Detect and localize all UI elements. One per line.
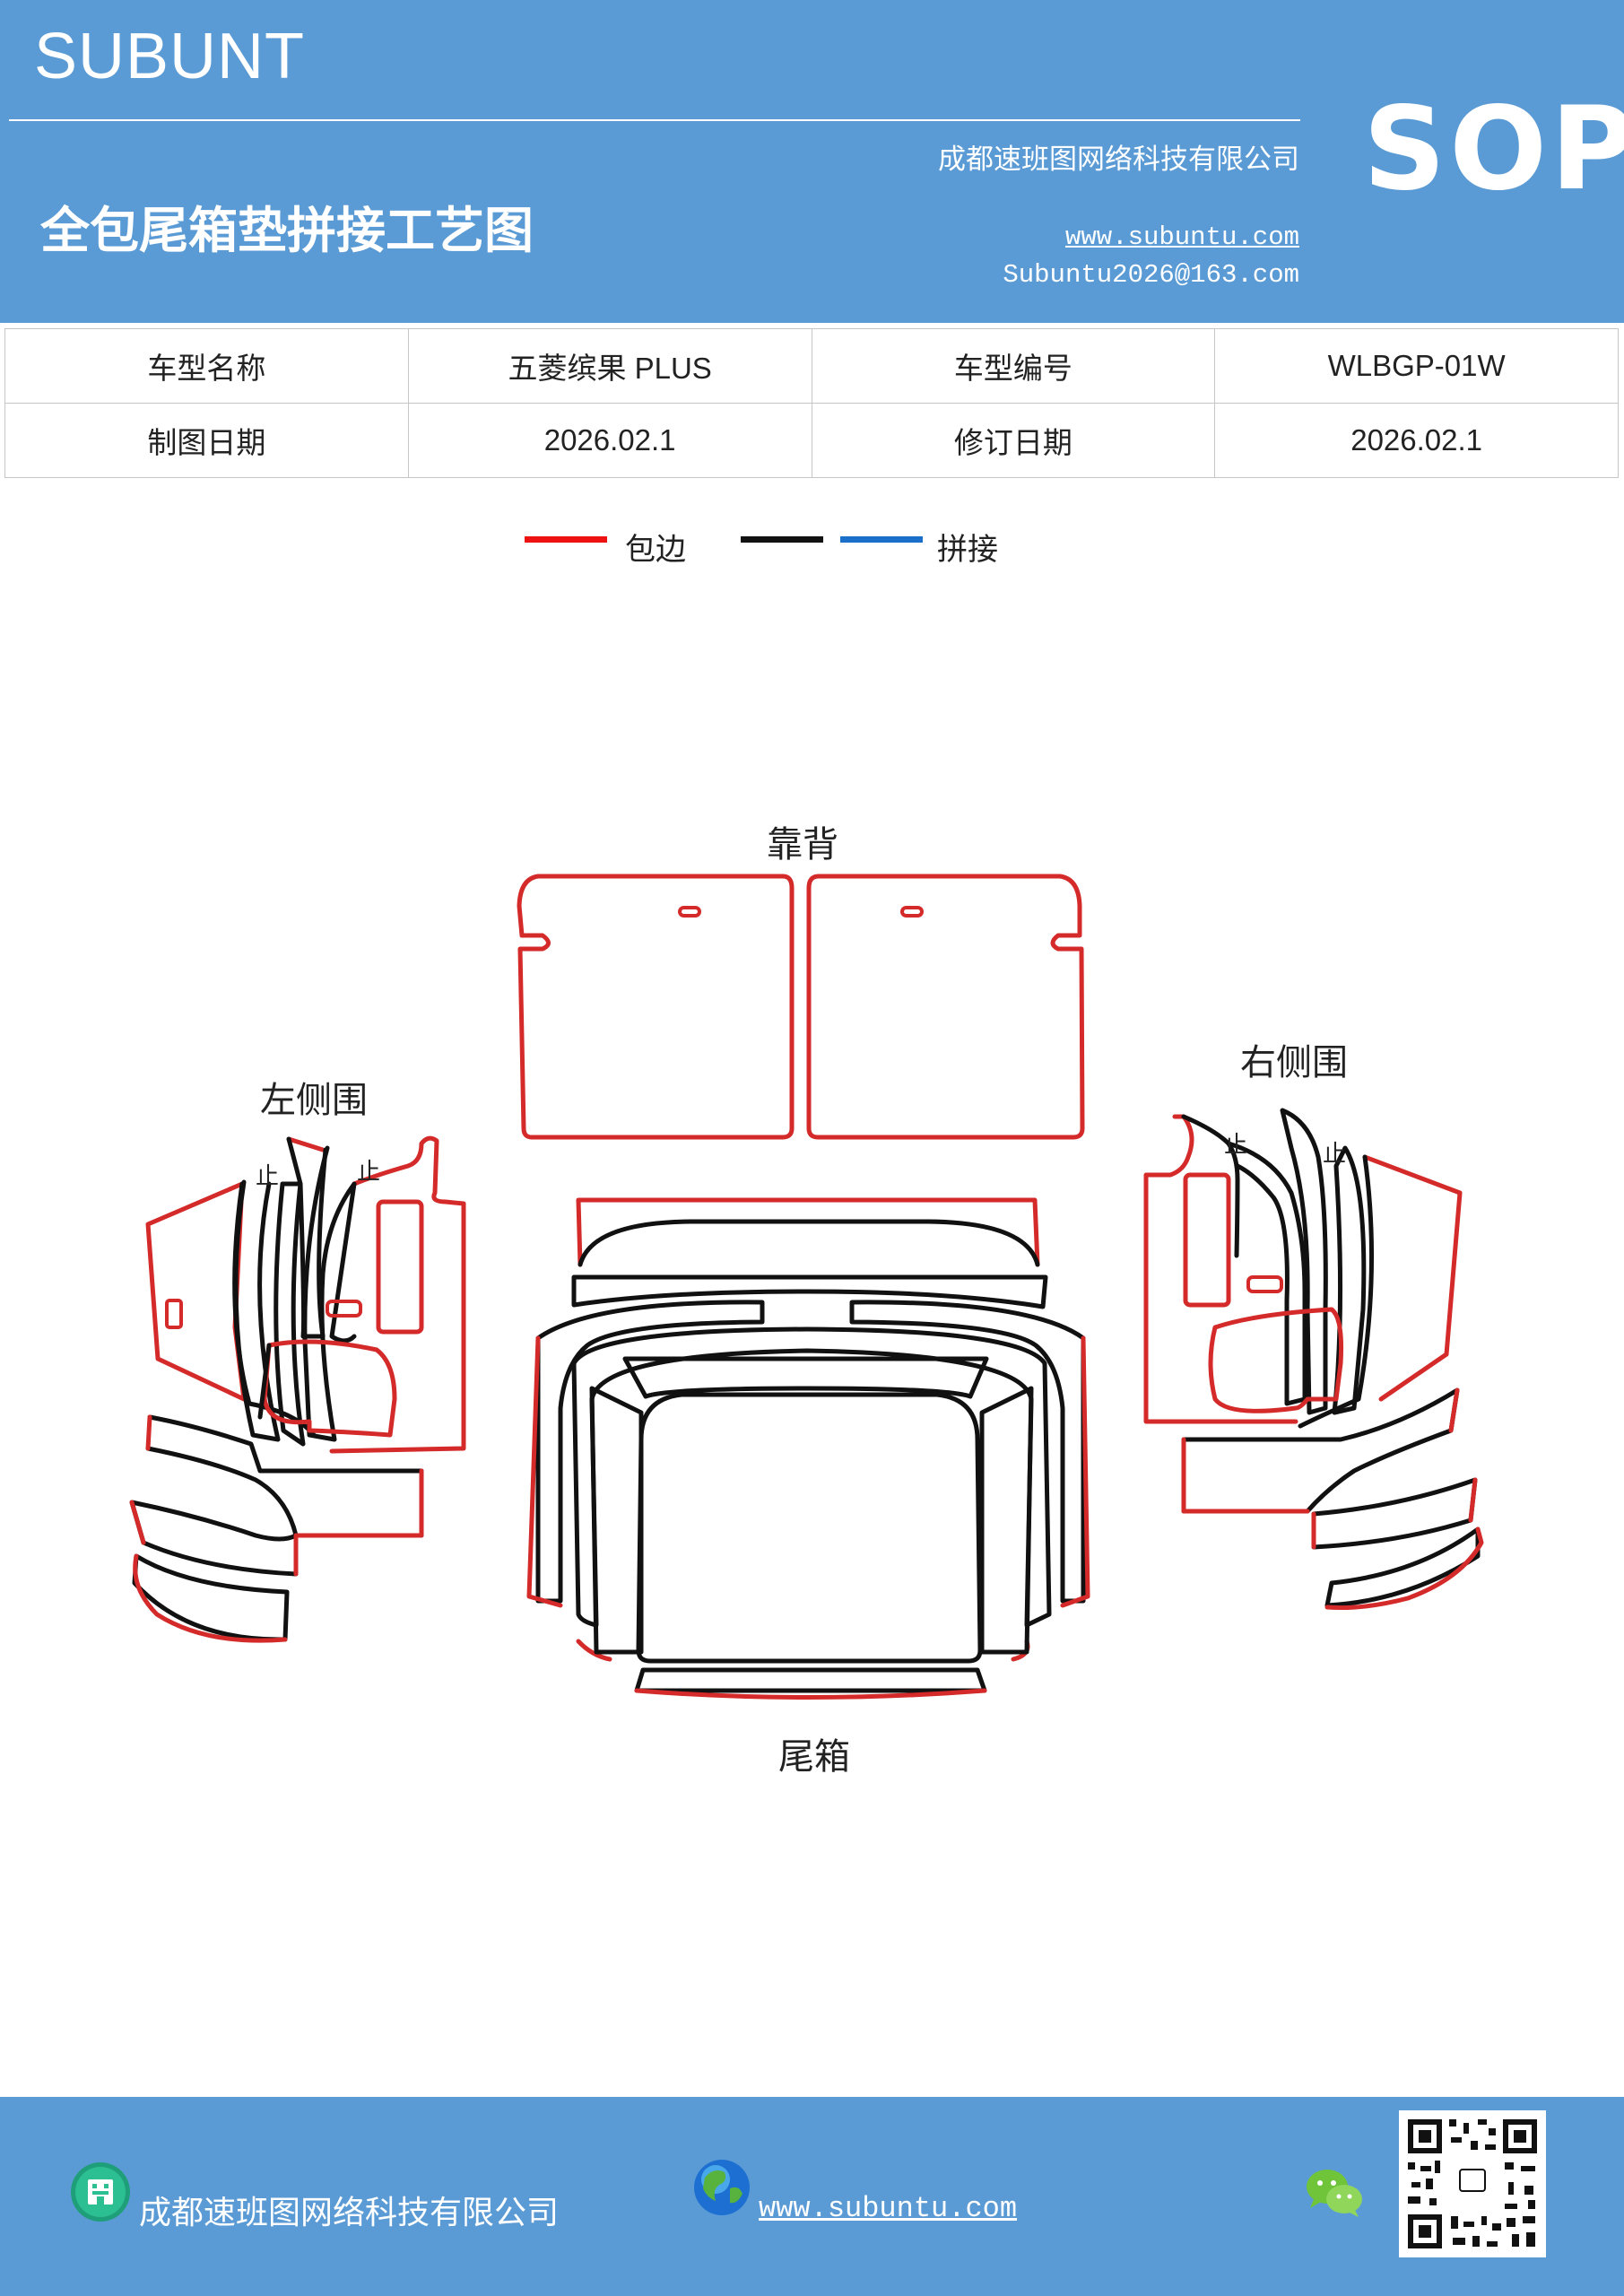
left-side-curved-strip-2 [274, 1181, 306, 1447]
model-name-label: 车型名称 [4, 328, 409, 404]
right-side-lower-strip-1 [1181, 1387, 1460, 1514]
left-side-small-slot [165, 1299, 183, 1329]
right-side-lower-strip-3-edge [1324, 1526, 1484, 1611]
trunk-top-strip [576, 1197, 1040, 1267]
brand-logo-text: SUBUNT [34, 21, 306, 92]
legend-splice-swatch [840, 536, 923, 543]
backrest-left-slot [678, 906, 701, 918]
header-website-link[interactable]: www.subuntu.com [1064, 222, 1299, 252]
left-side-curved-strip-4 [302, 1145, 357, 1442]
right-side-lower-strip-3 [1324, 1526, 1481, 1608]
revise-date-value: 2026.02.1 [1214, 403, 1619, 478]
document-title: 全包尾箱垫拼接工艺图 [40, 201, 534, 259]
header-email: Subuntu2026@163.com [1003, 260, 1299, 290]
legend-black-swatch [741, 536, 823, 543]
trunk-inner-ring-edge [576, 1639, 1030, 1662]
qr-code-icon [1399, 2110, 1546, 2257]
backrest-panels [517, 874, 1085, 1140]
legend: 包边 拼接 [0, 520, 1624, 574]
footer-company-name: 成都速班图网络科技有限公司 [139, 2195, 560, 2231]
right-side-lower-strip-2-edge [1311, 1477, 1478, 1550]
right-side-lower-strip-2 [1311, 1477, 1478, 1550]
right-side-rear-panel [1143, 1114, 1298, 1424]
footer-banner: 成都速班图网络科技有限公司 www.subuntu.com [0, 2097, 1624, 2296]
trunk-bottom-strip-edge [634, 1688, 987, 1700]
stop-mark: 止 [1224, 1132, 1247, 1159]
model-code-value: WLBGP-01W [1214, 328, 1619, 404]
stop-mark: 止 [1323, 1141, 1346, 1168]
trunk-label: 尾箱 [778, 1736, 850, 1778]
stop-mark: 止 [357, 1159, 380, 1186]
left-side-curved-strip-1 [233, 1179, 281, 1442]
header-divider [9, 119, 1300, 121]
trunk-center-floor [636, 1392, 983, 1664]
table-row: 车型名称 五菱缤果 PLUS 车型编号 WLBGP-01W [4, 328, 1619, 404]
backrest-right-panel [806, 874, 1085, 1140]
vehicle-info-table: 车型名称 五菱缤果 PLUS 车型编号 WLBGP-01W 制图日期 2026.… [4, 328, 1619, 478]
draw-date-value: 2026.02.1 [407, 403, 812, 478]
trunk-outer-ring-right [849, 1300, 1086, 1604]
right-side-rear-window [1183, 1172, 1231, 1308]
left-side-lower-strip-1 [145, 1414, 424, 1538]
left-side-lower-strip-3-edge [133, 1553, 288, 1643]
right-side-panels [1143, 1108, 1484, 1611]
right-side-main-panel [1362, 1154, 1463, 1402]
left-side-wheel-arch [262, 1339, 397, 1438]
legend-wrap-swatch [525, 536, 607, 543]
building-icon [71, 2162, 130, 2222]
draw-date-label: 制图日期 [4, 403, 409, 478]
globe-icon [694, 2160, 750, 2215]
backrest-label: 靠背 [767, 824, 838, 865]
sop-badge: SOP [1363, 83, 1624, 216]
right-side-wheel-arch [1208, 1307, 1344, 1413]
right-side-label: 右侧围 [1240, 1042, 1348, 1083]
left-side-wheel-arch-seam [257, 1343, 272, 1420]
right-side-rear-slot [1246, 1275, 1283, 1293]
table-row: 制图日期 2026.02.1 修订日期 2026.02.1 [4, 403, 1619, 478]
left-side-lower-strip-2 [129, 1500, 299, 1577]
left-side-rear-window [376, 1199, 424, 1335]
right-side-curved-strip-2 [1280, 1108, 1328, 1415]
trunk-right-side-piece [979, 1386, 1034, 1655]
header-banner: SUBUNT 成都速班图网络科技有限公司 全包尾箱垫拼接工艺图 www.subu… [0, 0, 1624, 323]
trunk-outer-ring [535, 1300, 765, 1604]
trunk-panels [526, 1197, 1090, 1700]
left-side-rear-panel [329, 1135, 466, 1454]
model-code-label: 车型编号 [811, 328, 1216, 404]
stop-mark: 止 [256, 1163, 279, 1190]
left-side-strip-3-edge [286, 1136, 326, 1152]
legend-wrap-label: 包边 [625, 532, 686, 568]
trunk-left-side-piece [589, 1386, 644, 1655]
left-side-rear-panel-seam [329, 1181, 357, 1344]
right-side-main-seam [1298, 1154, 1375, 1429]
left-side-main-panel [145, 1181, 247, 1402]
right-side-curved-strip-1 [1226, 1141, 1307, 1406]
trunk-bottom-strip [634, 1667, 987, 1693]
trunk-outer-edge-left [526, 1335, 563, 1608]
trunk-outer-edge-right [1060, 1335, 1090, 1608]
model-name-value: 五菱缤果 PLUS [407, 328, 812, 404]
left-side-lower-strip-1-edge [145, 1414, 424, 1538]
backrest-right-slot [900, 906, 924, 918]
left-side-label: 左侧围 [260, 1080, 368, 1121]
trunk-inner-ring [571, 1326, 1052, 1628]
header-company-name: 成都速班图网络科技有限公司 [938, 144, 1299, 176]
backrest-left-panel [517, 874, 795, 1140]
legend-splice-label: 拼接 [937, 532, 998, 568]
left-side-lower-strip-2-edge [129, 1500, 299, 1577]
revise-date-label: 修订日期 [811, 403, 1216, 478]
right-side-lower-strip-1-edge [1181, 1387, 1460, 1514]
right-side-rear-panel-seam [1181, 1114, 1240, 1258]
left-side-panels [129, 1135, 466, 1643]
trunk-upper-trapezoid [622, 1356, 989, 1399]
trunk-top-strip-seam [578, 1219, 1040, 1267]
wechat-icon [1307, 2170, 1362, 2217]
left-side-rear-slot [326, 1300, 362, 1318]
footer-website-link[interactable]: www.subuntu.com [759, 2192, 1018, 2225]
left-side-lower-strip-3 [132, 1553, 290, 1642]
trunk-second-strip [571, 1274, 1048, 1309]
